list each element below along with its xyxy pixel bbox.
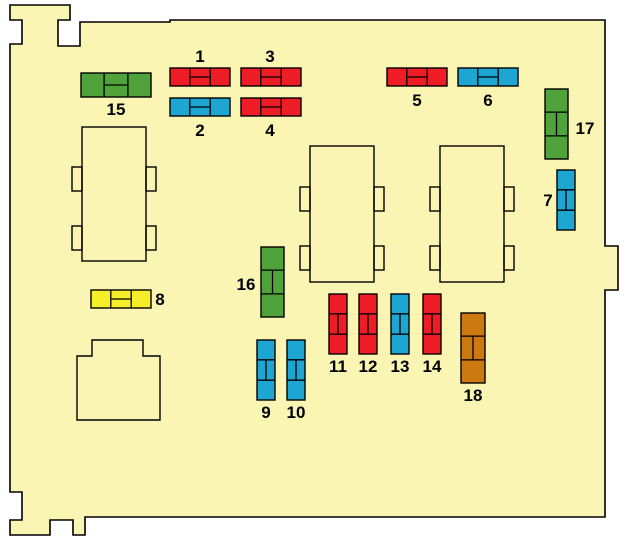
fuse-14: 14 [422, 293, 442, 376]
fuse-3: 3 [240, 47, 302, 87]
relay-left [71, 126, 157, 262]
fuse-15-label: 15 [107, 100, 126, 119]
fuse-15-blade [103, 73, 129, 97]
fuse-4: 4 [240, 97, 302, 140]
fuse-16-blade [261, 269, 284, 295]
fuse-4-blade [260, 98, 282, 116]
fuse-7: 7 [543, 169, 576, 231]
fuse-5-blade [406, 68, 428, 86]
fuse-10-blade [287, 359, 305, 381]
fuse-14-blade [423, 313, 441, 335]
fuse-9: 9 [256, 339, 276, 422]
fuse-13-label: 13 [391, 357, 410, 376]
fuse-17-label: 17 [576, 119, 595, 138]
fuse-9-blade [257, 359, 275, 381]
fuse-12-label: 12 [359, 357, 378, 376]
fuse-4-label: 4 [265, 121, 275, 140]
fuse-17-blade [545, 111, 568, 137]
fuse-5-label: 5 [412, 91, 421, 110]
fuse-9-label: 9 [261, 403, 270, 422]
fuse-1-blade [189, 68, 211, 86]
fuse-8-label: 8 [155, 290, 164, 309]
fuse-18-label: 18 [464, 386, 483, 405]
fuse-18: 18 [460, 312, 486, 405]
fuse-16: 16 [237, 246, 285, 318]
fuse-8-blade [110, 290, 132, 308]
fuse-11-label: 11 [329, 357, 347, 376]
fuse-11-blade [329, 313, 347, 335]
fuse-2-blade [189, 98, 211, 116]
fuse-18-blade [461, 335, 485, 361]
fuse-8: 8 [90, 289, 165, 309]
fuse-3-label: 3 [265, 47, 274, 66]
fuse-13: 13 [390, 293, 410, 376]
fuse-5: 5 [386, 67, 448, 110]
fuse-6: 6 [457, 67, 519, 110]
fuse-15: 15 [80, 72, 152, 119]
fuse-10-label: 10 [287, 403, 306, 422]
fuse-7-label: 7 [543, 191, 552, 210]
fuse-board-outline [9, 4, 619, 536]
fuse-15-body [80, 72, 152, 98]
fuse-17: 17 [544, 88, 595, 160]
fuse-16-label: 16 [237, 275, 256, 294]
fuse-3-blade [260, 68, 282, 86]
fuse-14-label: 14 [423, 357, 442, 376]
fuse-7-blade [557, 189, 575, 211]
connector-block [76, 339, 161, 421]
fuse-12: 12 [358, 293, 378, 376]
fuse-1-label: 1 [195, 47, 204, 66]
fuse-2-label: 2 [195, 121, 204, 140]
fuse-10: 10 [286, 339, 306, 422]
fuse-6-blade [477, 68, 499, 86]
fuse-6-label: 6 [483, 91, 492, 110]
relay-right [429, 145, 515, 283]
fuse-11: 11 [328, 293, 348, 376]
fuse-13-blade [391, 313, 409, 335]
fuse-2: 2 [169, 97, 231, 140]
fuse-12-blade [359, 313, 377, 335]
fuse-1: 1 [169, 47, 231, 87]
relay-center [299, 145, 385, 283]
